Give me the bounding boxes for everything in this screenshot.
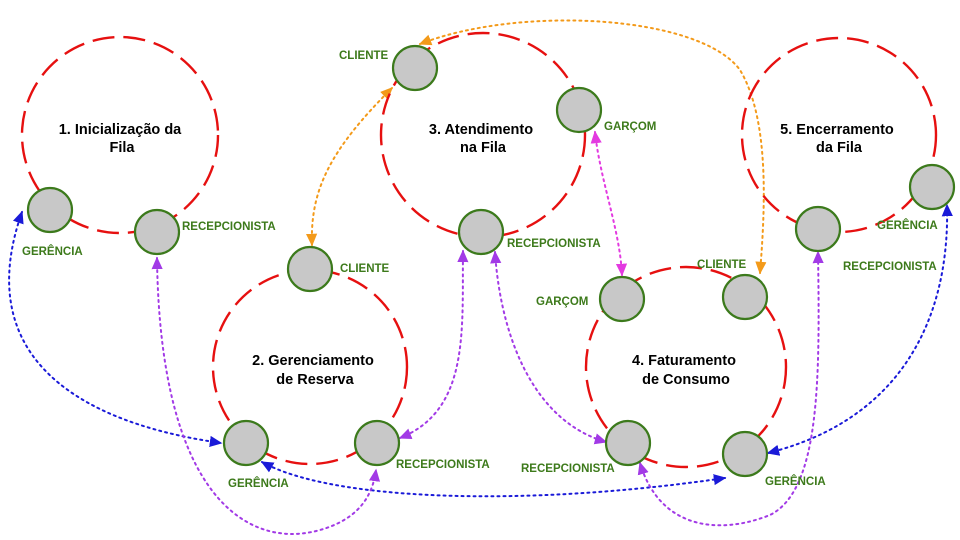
stage-1-title-line-2: Fila [110,140,136,156]
link-s4-gerencia-s5-recepcionista [637,250,824,527]
node-s4-recepcionista[interactable] [604,419,652,467]
node-s4-gerencia[interactable] [721,430,769,478]
stage-5-title-line-2: da Fila [816,140,863,156]
label-s5-recepcionista: RECEPCIONISTA [843,261,937,273]
link-s4-gerencia-s5-gerencia [766,203,953,456]
stage-1-title-line-1: 1. Inicialização da [59,122,182,138]
label-s4-recepcionista: RECEPCIONISTA [521,463,615,475]
node-s1-gerencia[interactable] [26,186,74,234]
label-s2-recepcionista: RECEPCIONISTA [396,459,490,471]
node-s4-garcom[interactable] [598,275,646,323]
node-s3-cliente[interactable] [391,44,439,92]
connections [8,19,953,535]
node-s3-garcom[interactable] [555,86,603,134]
stage-2: 2. Gerenciamento de Reserva [211,268,409,466]
stage-4-title-line-2: de Consumo [642,372,730,388]
link-s3-recepcionista-s4-recepcionista [490,250,608,445]
label-s1-gerencia: GERÊNCIA [22,245,83,258]
label-s4-cliente: CLIENTE [697,259,747,271]
stage-2-title-line-2: de Reserva [276,372,354,388]
node-s5-gerencia[interactable] [908,163,956,211]
stage-4: 4. Faturamento de Consumo [584,265,788,469]
stage-2-ring [211,268,409,466]
stage-4-ring [584,265,788,469]
link-s3-garcom-s4-garcom [590,130,628,277]
link-s3-cliente-s4-cliente [418,19,767,275]
stage-5-title-line-1: 5. Encerramento [780,122,894,138]
label-s5-gerencia: GERÊNCIA [877,219,938,232]
stage-3-title-line-2: na Fila [460,140,507,156]
stage-1-title: 1. Inicialização da Fila [59,122,186,156]
link-s2-gerencia-s4-gerencia [260,461,727,498]
node-s3-recepcionista[interactable] [457,208,505,256]
stage-1: 1. Inicialização da Fila [20,35,220,235]
link-s2-cliente-s3-cliente [306,87,393,247]
stage-5-ring [740,36,938,234]
node-s5-recepcionista[interactable] [794,205,842,253]
node-s2-cliente[interactable] [286,245,334,293]
label-s1-recepcionista: RECEPCIONISTA [182,221,276,233]
label-s2-gerencia: GERÊNCIA [228,477,289,490]
label-s4-garcom: GARÇOM [536,296,588,308]
node-s2-recepcionista[interactable] [353,419,401,467]
label-s3-recepcionista: RECEPCIONISTA [507,238,601,250]
link-s1-recepcionista-s2-recepcionista [151,256,381,535]
label-s2-cliente: CLIENTE [340,263,390,275]
label-s3-garcom: GARÇOM [604,121,656,133]
stage-3: 3. Atendimento na Fila [379,31,587,239]
stage-2-title-line-1: 2. Gerenciamento [252,353,374,369]
stage-5-title: 5. Encerramento da Fila [780,122,898,156]
label-s3-cliente: CLIENTE [339,50,389,62]
link-s2-recepcionista-s3-recepcionista [398,249,469,440]
node-s2-gerencia[interactable] [222,419,270,467]
stage-2-title: 2. Gerenciamento de Reserva [252,353,378,388]
node-s4-cliente[interactable] [721,273,769,321]
stage-5: 5. Encerramento da Fila [740,36,938,234]
actor-nodes [26,44,956,478]
node-s1-recepcionista[interactable] [133,208,181,256]
role-labels: GERÊNCIA RECEPCIONISTA CLIENTE GERÊNCIA … [22,50,938,490]
stage-4-title-line-1: 4. Faturamento [632,353,736,369]
stage-3-title: 3. Atendimento na Fila [429,122,537,156]
stage-4-title: 4. Faturamento de Consumo [632,353,740,388]
label-s4-gerencia: GERÊNCIA [765,475,826,488]
stage-3-title-line-1: 3. Atendimento [429,122,533,138]
stage-1-ring [20,35,220,235]
